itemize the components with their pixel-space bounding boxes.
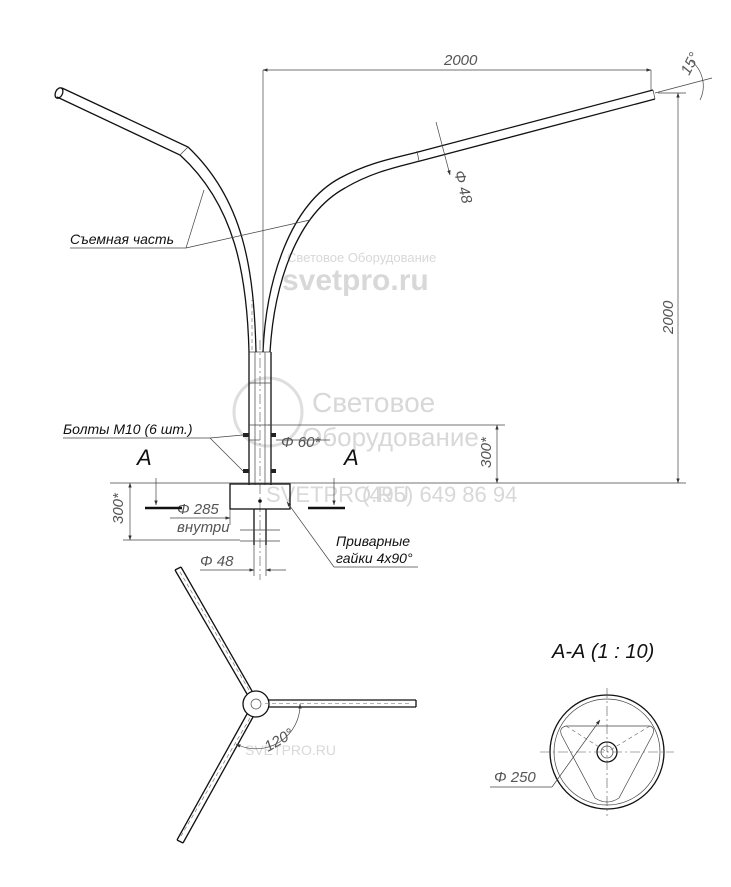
watermark-logo [232,376,304,448]
label-welded-nuts-2: гайки 4х90° [336,550,413,566]
watermark-brand-1: Световое [312,387,435,418]
right-arm [262,89,656,353]
dim-flange-diameter: Φ 285 [177,501,219,518]
bolt-marker [271,433,276,437]
dim-spigot-diameter: Φ 48 [200,553,234,570]
watermark: Световое Оборудование svetpro.ru Светово… [232,250,517,758]
section-view: А-А (1 : 10) Φ 250 [490,641,674,816]
watermark-site: svetpro.ru [282,264,429,297]
watermark-phone: (495) 649 86 94 [362,482,517,507]
top-view-ribs: 120° [174,566,417,844]
section-title: А-А (1 : 10) [551,641,654,663]
watermark-site-bottom: SVETPRO.RU [245,742,336,758]
cut-letter-left: A [135,445,152,470]
dim-reach: 2000 [443,52,478,69]
watermark-brand-2: Оборудование [302,422,479,452]
cut-letter-right: A [342,445,359,470]
dimension-lines [110,59,713,576]
dim-height: 2000 [660,300,677,335]
dim-column-diameter: Φ 60* [281,434,321,451]
dimension-texts: 2000 2000 15° Φ 48 Φ 60* 300* 300* Φ 285… [110,50,703,570]
bolt-marker [243,469,249,473]
section-cut-marks: A A [135,445,359,510]
dim-arm-diameter: Φ 48 [450,169,475,206]
dim-joint-height: 300* [478,436,495,468]
dim-section-diameter: Φ 250 [494,769,536,786]
label-removable-part: Съемная часть [70,231,174,247]
dim-flange-inside: внутри [177,519,230,536]
label-welded-nuts-1: Приварные [336,533,410,549]
label-bolts: Болты М10 (6 шт.) [63,421,192,437]
dim-tilt: 15° [678,50,704,78]
dim-flange-height: 300* [110,492,127,524]
bolt-marker [243,433,249,437]
watermark-caption: Световое Оборудование [287,250,436,265]
bolt-marker [271,469,276,473]
annotations: Съемная часть Болты М10 (6 шт.) Приварны… [63,189,418,568]
base-flange [229,483,291,545]
pole-column [243,340,276,580]
left-arm [54,87,257,353]
